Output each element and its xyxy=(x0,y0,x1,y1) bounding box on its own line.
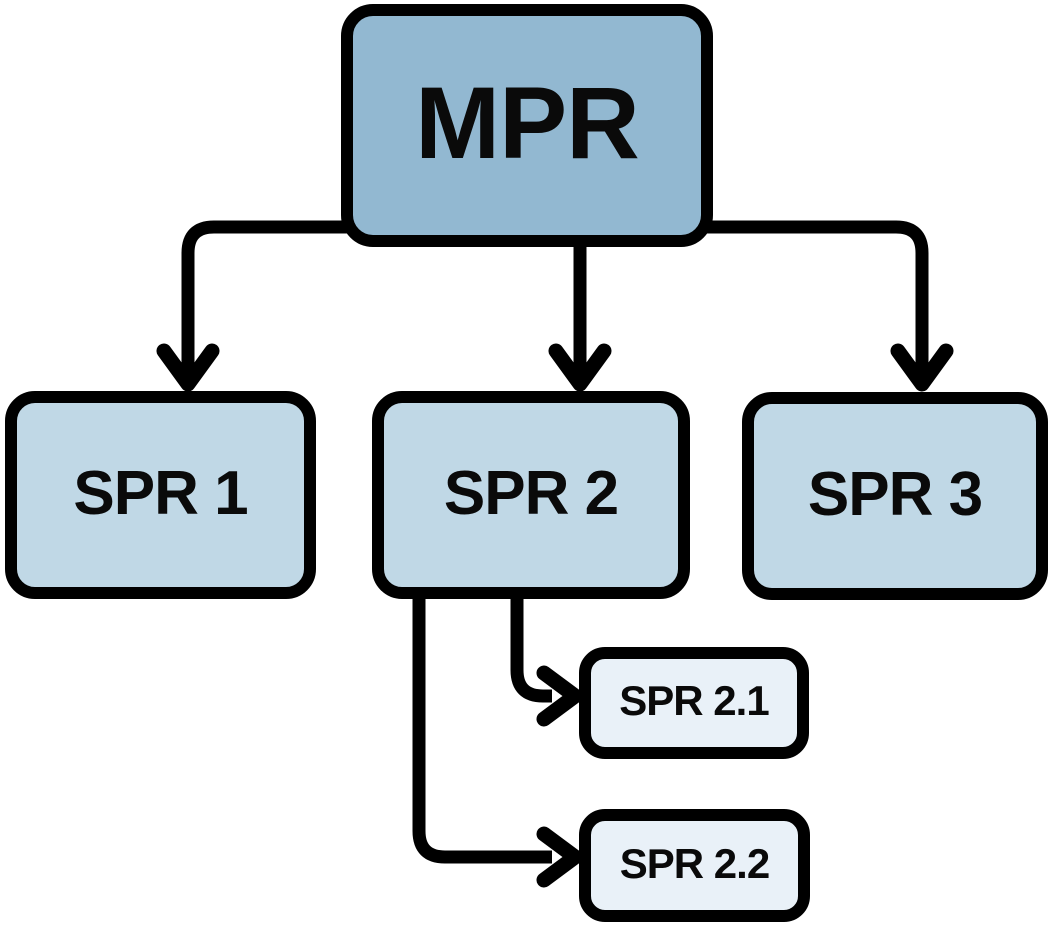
arrowhead-down-spr1-icon xyxy=(156,343,220,392)
node-spr3: SPR 3 xyxy=(742,392,1048,600)
connector-mpr-spr3 xyxy=(702,220,929,376)
connector-spr2-spr21 xyxy=(510,593,552,703)
node-spr21-label: SPR 2.1 xyxy=(619,677,769,724)
arrowhead-right-spr21-icon xyxy=(536,665,583,727)
connector-spr2-spr22 xyxy=(412,593,552,864)
node-spr3-label: SPR 3 xyxy=(807,459,983,529)
node-spr22: SPR 2.2 xyxy=(579,809,810,922)
connector-mpr-spr1 xyxy=(181,220,352,376)
node-spr21: SPR 2.1 xyxy=(579,647,809,759)
node-spr2: SPR 2 xyxy=(372,391,690,599)
arrowhead-right-spr22-icon xyxy=(536,826,583,888)
node-spr22-label: SPR 2.2 xyxy=(619,839,770,887)
node-mpr-label: MPR xyxy=(415,66,640,180)
arrowhead-down-spr3-icon xyxy=(890,343,954,392)
node-spr2-label: SPR 2 xyxy=(443,458,619,528)
node-spr1-label: SPR 1 xyxy=(73,458,248,528)
node-spr1: SPR 1 xyxy=(5,391,316,599)
arrowhead-down-spr2-icon xyxy=(548,343,612,392)
node-mpr: MPR xyxy=(341,4,713,247)
